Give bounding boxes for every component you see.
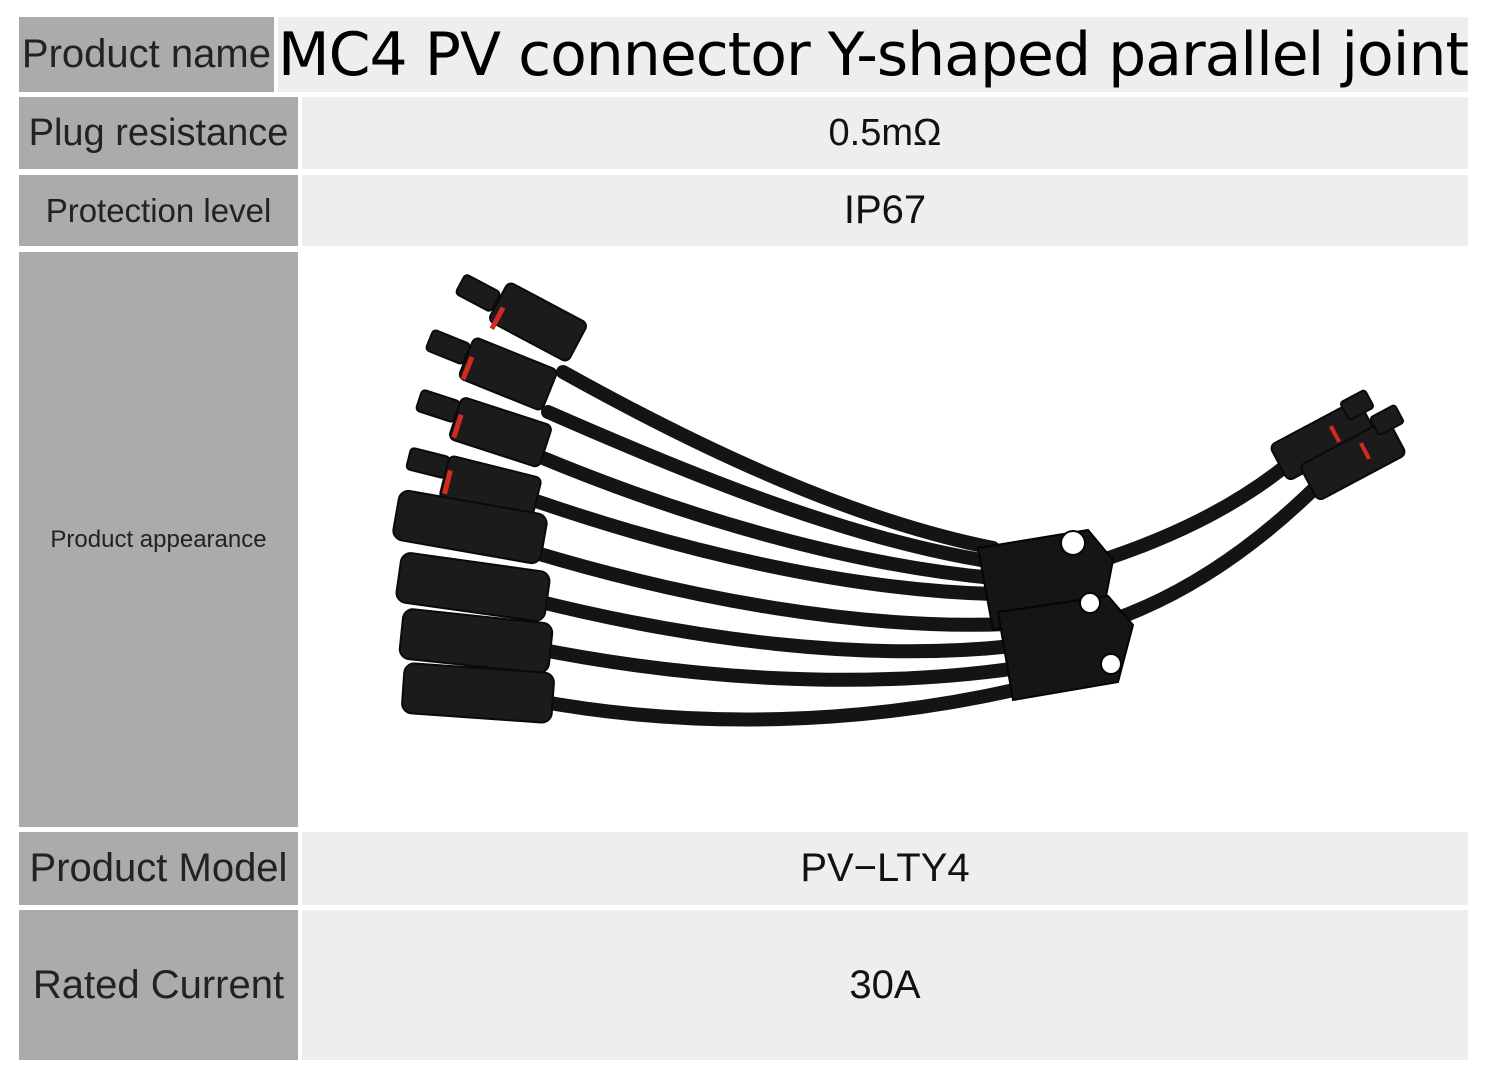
row-label: Product name [19, 17, 274, 92]
spec-row-product-name: Product name MC4 PV connector Y-shaped p… [19, 17, 1469, 92]
spec-row-rated-current: Rated Current 30A [19, 910, 1468, 1060]
product-photo-cell [302, 252, 1468, 827]
product-name-value: MC4 PV connector Y-shaped parallel joint [277, 17, 1469, 92]
row-label: Protection level [19, 175, 298, 246]
spec-row-product-model: Product Model PV−LTY4 [19, 832, 1468, 905]
spec-row-protection-level: Protection level IP67 [19, 175, 1468, 246]
mc4-y-connector-image [392, 274, 1406, 727]
rated-current-value: 30A [302, 910, 1468, 1060]
spec-row-plug-resistance: Plug resistance 0.5mΩ [19, 97, 1468, 169]
row-label: Plug resistance [19, 97, 298, 169]
plug-resistance-value: 0.5mΩ [302, 97, 1468, 169]
row-label: Rated Current [19, 910, 298, 1060]
product-model-value: PV−LTY4 [302, 832, 1468, 905]
row-label: Product appearance [19, 252, 298, 827]
spec-row-product-appearance: Product appearance [19, 252, 1468, 827]
row-label: Product Model [19, 832, 298, 905]
protection-level-value: IP67 [302, 175, 1468, 246]
